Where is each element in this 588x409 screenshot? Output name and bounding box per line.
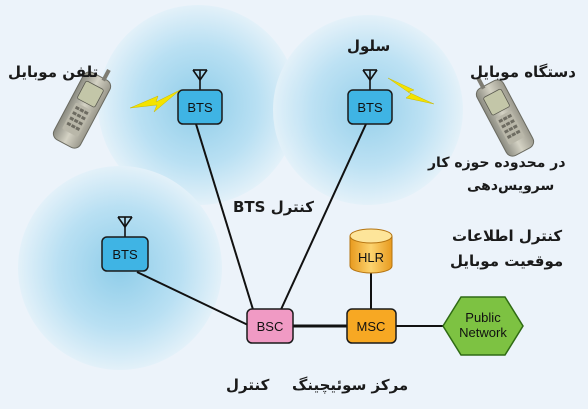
label-bts-control: کنترل BTS [233, 198, 315, 216]
label-location-control-1: کنترل اطلاعات [452, 227, 563, 245]
label-switching-center: مرکز سوئیچینگ [292, 376, 409, 394]
antenna-icon [117, 216, 133, 237]
bsc-node: BSC [246, 308, 294, 344]
public-network-node: Public Network [442, 296, 524, 356]
bts-node-left: BTS [177, 89, 223, 125]
bts-right-label: BTS [357, 100, 383, 115]
label-mobile-phone: تلفن موبایل [8, 63, 99, 81]
public-network-label-2: Network [459, 325, 507, 340]
hlr-database-icon: HLR [349, 228, 393, 274]
label-service-area-2: سرویس‌دهی [467, 178, 555, 194]
mobile-phone-icon [475, 77, 535, 157]
bts-node-lower: BTS [101, 236, 149, 272]
bts-lower-label: BTS [112, 247, 138, 262]
antenna-icon [192, 69, 208, 90]
bts-node-right: BTS [347, 89, 393, 125]
bts-left-label: BTS [187, 100, 213, 115]
bsc-label: BSC [257, 319, 284, 334]
label-mobile-device: دستگاه موبایل [470, 63, 576, 81]
hlr-label: HLR [358, 250, 384, 265]
link-bts-left-bsc [195, 123, 256, 317]
msc-node: MSC [346, 308, 397, 344]
lightning-icon [387, 77, 435, 105]
label-service-area-1: در محدوده حوزه کار [428, 155, 566, 171]
msc-label: MSC [357, 319, 386, 334]
mobile-phone-icon [52, 69, 112, 149]
label-location-control-2: موقعیت موبایل [450, 252, 564, 270]
lightning-icon [129, 89, 181, 113]
label-control: کنترل [226, 376, 270, 394]
link-bts-right-bsc [277, 123, 367, 317]
public-network-label-1: Public [465, 310, 501, 325]
label-cell: سلول [347, 37, 391, 55]
link-bts-lower-bsc [136, 271, 249, 326]
antenna-icon [362, 69, 378, 90]
